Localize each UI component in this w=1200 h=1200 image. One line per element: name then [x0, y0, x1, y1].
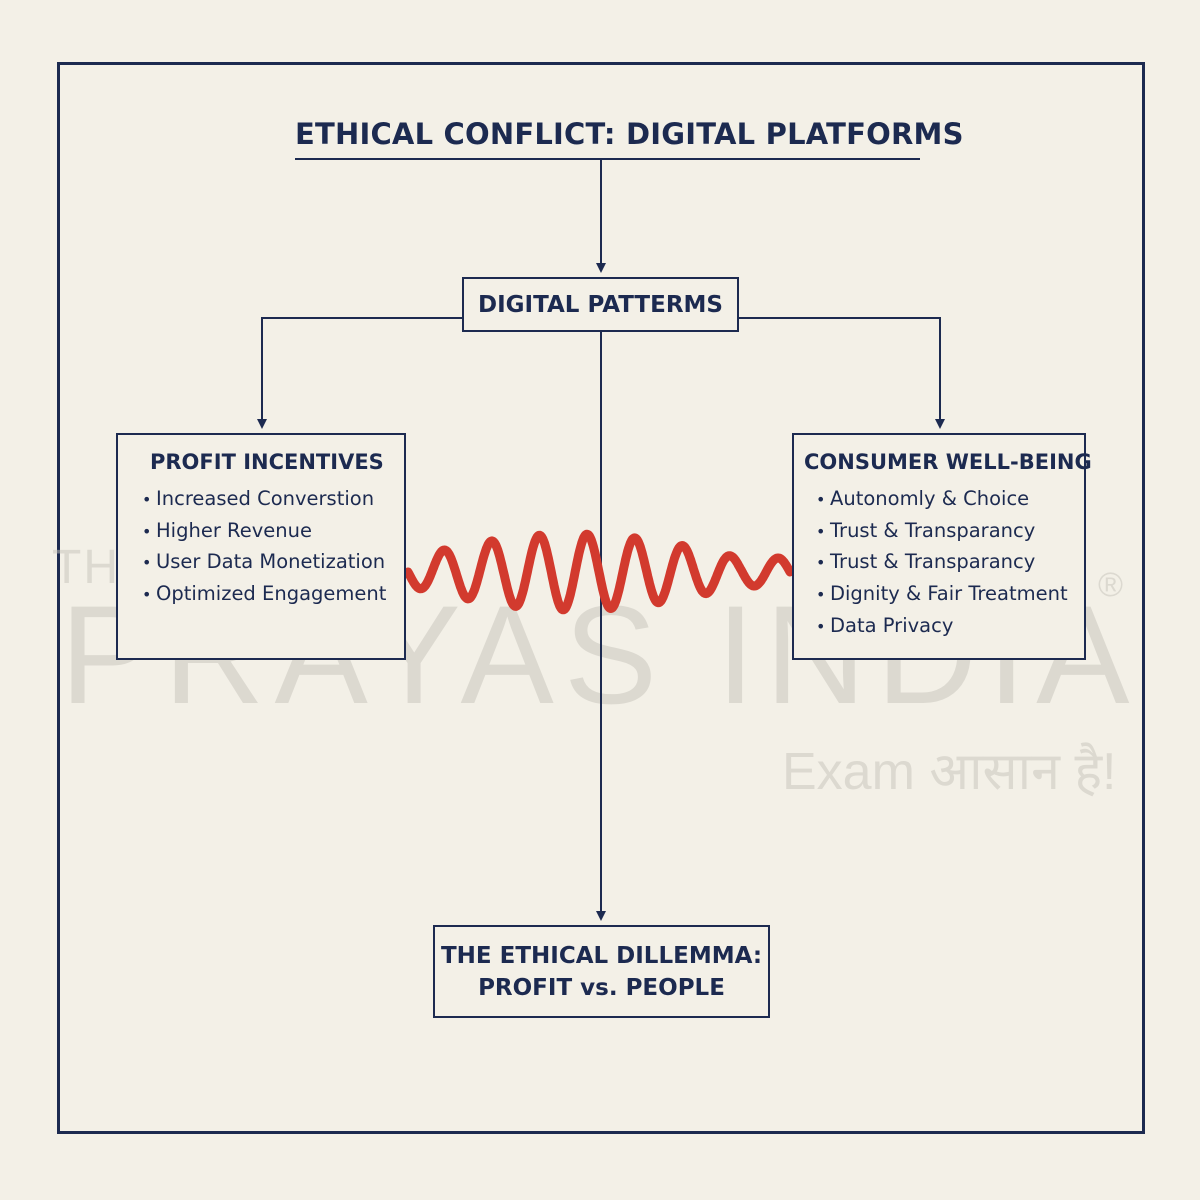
profit-incentives-heading: PROFIT INCENTIVES	[150, 450, 384, 474]
diagram-frame	[57, 62, 1145, 1134]
consumer-wellbeing-heading: CONSUMER WELL-BEING	[804, 450, 1092, 474]
list-item: Optimized Engagement	[142, 579, 404, 611]
ethical-dilemma-line-2: PROFIT vs. PEOPLE	[478, 974, 725, 1001]
profit-incentives-list: Increased Converstion Higher Revenue Use…	[118, 484, 404, 611]
list-item: Trust & Transparancy	[816, 516, 1084, 548]
ethical-dilemma-line-1: THE ETHICAL DILLEMMA:	[440, 942, 763, 969]
ethical-dilemma-node: THE ETHICAL DILLEMMA: PROFIT vs. PEOPLE	[433, 925, 770, 1018]
profit-incentives-node: PROFIT INCENTIVES Increased Converstion …	[116, 433, 406, 660]
consumer-wellbeing-list: Autonomly & Choice Trust & Transparancy …	[794, 484, 1084, 643]
list-item: User Data Monetization	[142, 547, 404, 579]
list-item: Higher Revenue	[142, 516, 404, 548]
list-item: Increased Converstion	[142, 484, 404, 516]
diagram-title: ETHICAL CONFLICT: DIGITAL PLATFORMS	[295, 114, 963, 160]
arrow-patterns-to-profit	[257, 317, 462, 429]
list-item: Dignity & Fair Treatment	[816, 579, 1084, 611]
digital-patterns-label: DIGITAL PATTERMS	[478, 291, 723, 318]
tension-zigzag-line	[403, 529, 795, 615]
digital-patterns-node: DIGITAL PATTERMS	[462, 277, 739, 332]
list-item: Trust & Transparancy	[816, 547, 1084, 579]
list-item: Data Privacy	[816, 611, 1084, 643]
arrow-patterns-to-wellbeing	[739, 317, 945, 429]
consumer-wellbeing-node: CONSUMER WELL-BEING Autonomly & Choice T…	[792, 433, 1092, 660]
list-item: Autonomly & Choice	[816, 484, 1084, 516]
